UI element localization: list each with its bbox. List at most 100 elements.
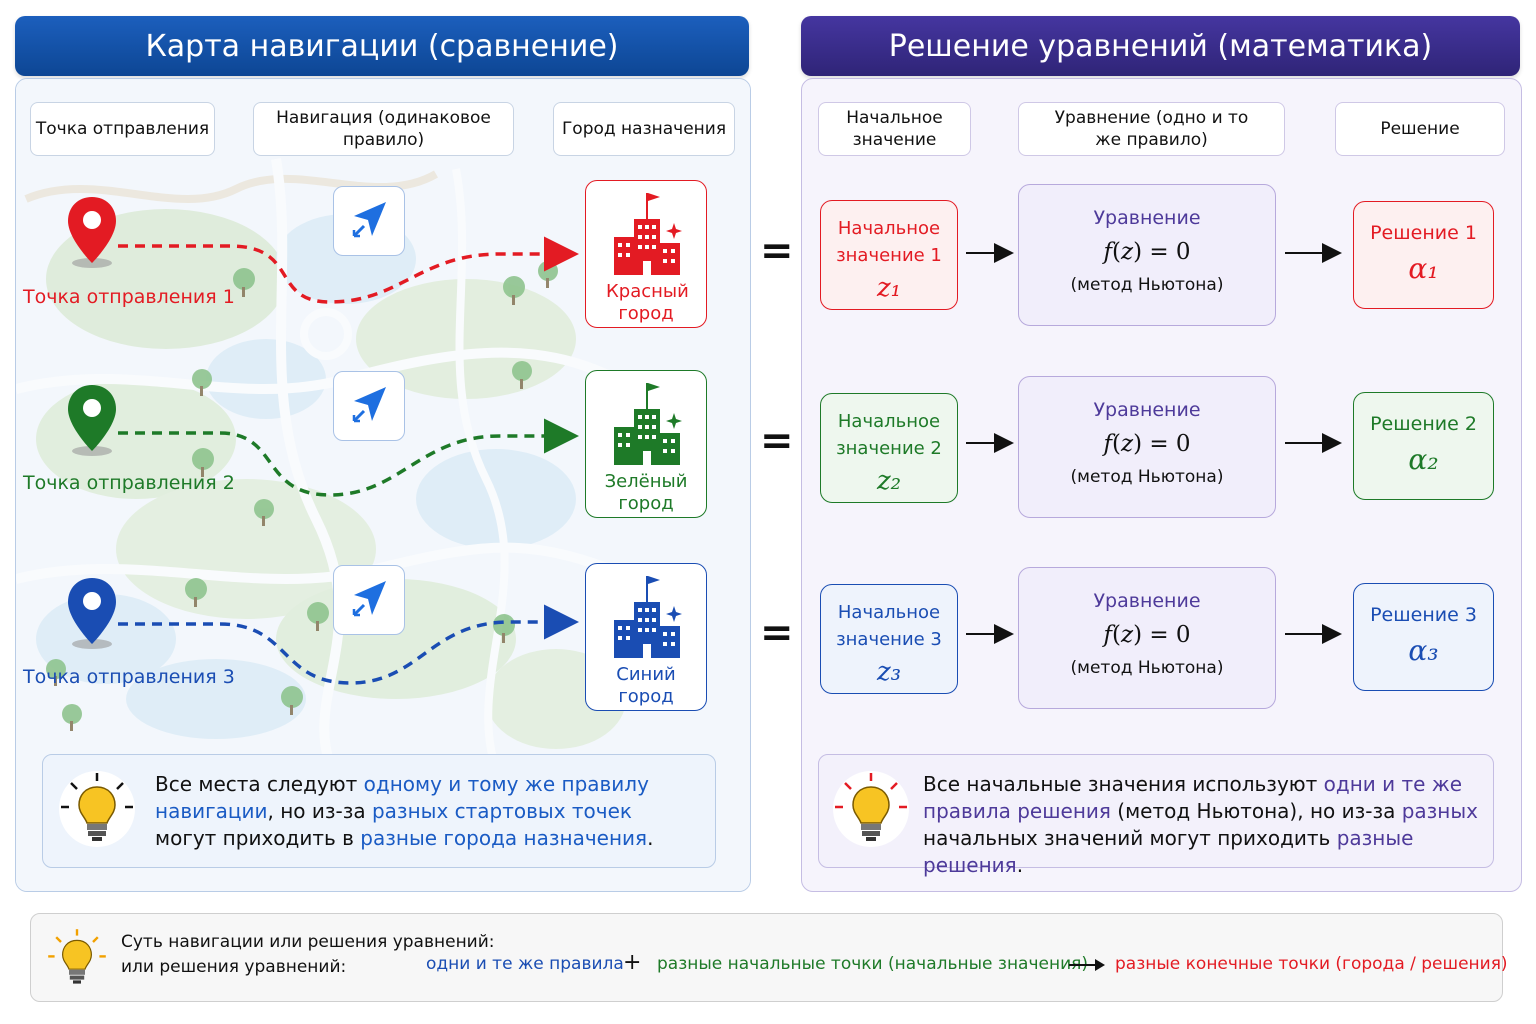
initial-value-var: z₃ <box>876 657 902 687</box>
initial-value-var: z₁ <box>876 273 902 303</box>
header-solution: Решение <box>1335 102 1505 156</box>
summary-label-line1: Суть навигации или решения уравнений: <box>121 932 495 952</box>
city-name-blue: Синий город <box>616 664 676 707</box>
header-equation: Уравнение (одно и то же правило) <box>1018 102 1285 156</box>
map-pin-icon <box>68 197 116 268</box>
note-highlight: одному и тому же правилу навигации <box>155 772 649 823</box>
lightbulb-icon <box>48 929 106 984</box>
city-box-blue: Синий город <box>585 563 707 711</box>
initial-value-var: z₂ <box>876 466 902 496</box>
navigation-arrow-icon <box>352 581 386 617</box>
equation-formula: f(z) = 0 <box>1103 622 1191 648</box>
note-text-part: . <box>1016 853 1024 877</box>
summary-plus: + <box>623 950 642 975</box>
summary-part-rules: одни и те же правила <box>426 954 624 974</box>
city-buildings-icon <box>614 383 682 465</box>
navigation-box-1 <box>333 186 405 256</box>
equation-title: Уравнение <box>1093 399 1201 421</box>
equation-method: (метод Ньютона) <box>1070 275 1224 295</box>
initial-value-label: Начальное значение 2 <box>836 411 942 459</box>
left-note: Все места следуют одному и тому же прави… <box>42 754 716 868</box>
note-text-part: (метод Ньютона), но из-за <box>1110 799 1402 823</box>
header-start-point-text: Точка отправления <box>35 119 210 139</box>
header-navigation: Навигация (одинаковое правило) <box>253 102 514 156</box>
equals-sign-3: = <box>760 610 794 656</box>
navigation-arrow-icon <box>352 387 386 423</box>
initial-value-label: Начальное значение 3 <box>836 602 942 650</box>
header-start-point: Точка отправления <box>30 102 215 156</box>
note-highlight: разных стартовых точек <box>371 799 632 823</box>
start-label-3: Точка отправления 3 <box>23 666 235 688</box>
start-label-2: Точка отправления 2 <box>23 472 235 494</box>
route-3 <box>118 604 579 685</box>
city-name-red: Красный город <box>606 281 689 324</box>
solution-label: Решение 1 <box>1370 222 1477 244</box>
note-highlight: разных <box>1401 799 1479 823</box>
navigation-arrow-icon <box>352 202 386 238</box>
note-text-part: Все начальные значения используют <box>923 772 1324 796</box>
equation-method: (метод Ньютона) <box>1070 467 1224 487</box>
summary-bar: Суть навигации или решения уравнений: ил… <box>30 913 1508 1002</box>
header-initial-value-text: Начальное значение <box>846 108 943 150</box>
solution-box-1: Решение 1 α₁ <box>1353 201 1494 309</box>
arrows <box>966 243 1342 644</box>
initial-value-box-1: Начальное значение 1 z₁ <box>820 200 958 310</box>
summary-label-line2: или решения уравнений: <box>121 957 347 977</box>
equation-box-3: Уравнение f(z) = 0 (метод Ньютона) <box>1018 567 1276 709</box>
solution-var: α₁ <box>1408 252 1439 285</box>
start-label-1: Точка отправления 1 <box>23 286 235 308</box>
navigation-box-3 <box>333 565 405 635</box>
city-box-green: Зелёный город <box>585 370 707 518</box>
left-title-bar: Карта навигации (сравнение) <box>15 16 749 76</box>
solution-label: Решение 2 <box>1370 413 1477 435</box>
initial-value-box-2: Начальное значение 2 z₂ <box>820 393 958 503</box>
header-destination: Город назначения <box>553 102 735 156</box>
header-equation-text: Уравнение (одно и то же правило) <box>1054 108 1249 150</box>
lightbulb-icon <box>59 771 135 847</box>
city-buildings-icon <box>614 576 682 658</box>
right-title: Решение уравнений (математика) <box>888 28 1433 64</box>
initial-value-box-3: Начальное значение 3 z₃ <box>820 584 958 694</box>
initial-value-label: Начальное значение 1 <box>836 218 942 266</box>
equation-title: Уравнение <box>1093 207 1201 229</box>
solution-var: α₃ <box>1408 634 1439 667</box>
note-highlight: одни и те же правила решения <box>923 772 1463 823</box>
summary-part-end: разные конечные точки (города / решения) <box>1115 954 1508 974</box>
equation-formula: f(z) = 0 <box>1103 431 1191 457</box>
right-note: Все начальные значения используют одни и… <box>818 754 1494 877</box>
equation-formula: f(z) = 0 <box>1103 239 1191 265</box>
header-destination-text: Город назначения <box>561 119 727 139</box>
right-title-bar: Решение уравнений (математика) <box>801 16 1520 76</box>
equation-box-1: Уравнение f(z) = 0 (метод Ньютона) <box>1018 184 1276 326</box>
navigation-box-2 <box>333 371 405 441</box>
header-initial-value: Начальное значение <box>818 102 971 156</box>
equation-box-2: Уравнение f(z) = 0 (метод Ньютона) <box>1018 376 1276 518</box>
left-title: Карта навигации (сравнение) <box>145 28 619 64</box>
route-1 <box>118 236 579 304</box>
solution-box-2: Решение 2 α₂ <box>1353 392 1494 500</box>
header-solution-text: Решение <box>1380 119 1460 139</box>
solution-box-3: Решение 3 α₃ <box>1353 583 1494 691</box>
map-pin-icon <box>68 385 116 456</box>
equals-sign-1: = <box>760 228 794 274</box>
note-highlight: разные города назначения <box>360 826 648 850</box>
solution-var: α₂ <box>1408 443 1439 476</box>
solution-label: Решение 3 <box>1370 604 1477 626</box>
city-name-green: Зелёный город <box>604 471 688 514</box>
routes <box>118 236 579 685</box>
note-text-part: , но из-за <box>267 799 372 823</box>
note-text-part: . <box>647 826 654 850</box>
arrow-right-icon <box>1069 959 1105 971</box>
city-buildings-icon <box>614 193 682 275</box>
route-2 <box>118 418 579 497</box>
note-text-part: могут приходить в <box>155 826 361 850</box>
note-text-part: начальных значений могут приходить <box>923 826 1337 850</box>
right-note-text: Все начальные значения используют одни и… <box>923 771 1483 879</box>
left-note-text: Все места следуют одному и тому же прави… <box>155 771 695 852</box>
equation-title: Уравнение <box>1093 590 1201 612</box>
map-pin-icon <box>68 578 116 649</box>
equals-sign-2: = <box>760 418 794 464</box>
equation-method: (метод Ньютона) <box>1070 658 1224 678</box>
note-highlight: разные решения <box>923 826 1414 877</box>
summary-part-start: разные начальные точки (начальные значен… <box>657 954 1089 974</box>
